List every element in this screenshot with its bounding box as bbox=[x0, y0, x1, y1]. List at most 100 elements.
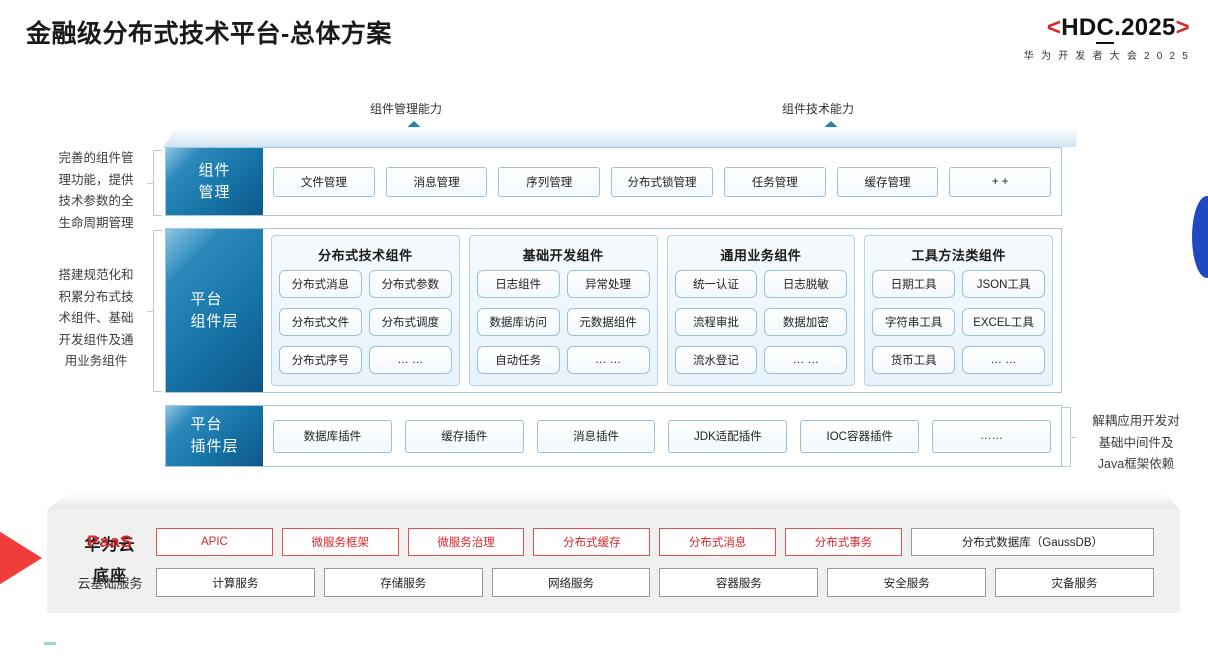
component-management-chip[interactable]: 文件管理 bbox=[273, 166, 375, 197]
component-chip[interactable]: 货币工具 bbox=[872, 346, 956, 374]
component-chip[interactable]: 分布式调度 bbox=[368, 308, 452, 336]
component-chip[interactable]: 分布式序号 bbox=[279, 346, 362, 374]
cloud-slab-top-surface bbox=[47, 493, 1180, 510]
component-group-title: 通用业务组件 bbox=[720, 248, 802, 263]
component-chip[interactable]: JSON工具 bbox=[962, 270, 1045, 298]
paas-cell[interactable]: 分布式消息 bbox=[659, 528, 777, 556]
component-management-chip[interactable]: + + bbox=[949, 166, 1052, 197]
component-management-chip[interactable]: 消息管理 bbox=[385, 166, 488, 197]
component-chip[interactable]: 分布式消息 bbox=[279, 270, 362, 298]
component-chip[interactable]: 元数据组件 bbox=[566, 308, 650, 336]
band-label-platform-plugin-layer: 平台 插件层 bbox=[166, 406, 263, 466]
arrow-caption-component-technology: 组件技术能力 bbox=[782, 102, 855, 116]
component-management-chip[interactable]: 任务管理 bbox=[723, 166, 826, 197]
green-tick-decoration bbox=[44, 642, 56, 645]
cloud-row-label-base: 云基础服务 bbox=[77, 576, 143, 591]
component-chip[interactable]: 流水登记 bbox=[674, 346, 758, 374]
component-chip[interactable]: … … bbox=[764, 346, 848, 374]
hdc-logo-subtitle: 华 为 开 发 者 大 会 2 0 2 5 bbox=[1023, 51, 1190, 62]
cloud-cells-paas: APIC 微服务框架微服务治理分布式缓存分布式消息分布式事务分布式数据库（Gaus… bbox=[156, 528, 1154, 556]
component-group-title: 工具方法类组件 bbox=[911, 248, 1006, 263]
hdc-logo-text-c: .2025 bbox=[1114, 14, 1176, 41]
paas-cell[interactable]: 分布式事务 bbox=[785, 528, 902, 556]
component-chip[interactable]: 自动任务 bbox=[476, 346, 560, 374]
bracket-nub bbox=[147, 311, 154, 312]
hdc-logo-text-a: HD bbox=[1061, 14, 1097, 41]
bracket-nub bbox=[1070, 437, 1077, 438]
component-chip[interactable]: … … bbox=[368, 346, 452, 374]
paas-cell[interactable]: 分布式缓存 bbox=[533, 528, 651, 556]
base-service-cell[interactable]: 网络服务 bbox=[491, 568, 651, 597]
component-group-grid: 日志组件异常处理数据库访问元数据组件自动任务… … bbox=[476, 270, 650, 379]
component-management-chip[interactable]: 序列管理 bbox=[498, 166, 601, 197]
component-chip[interactable]: 日期工具 bbox=[872, 270, 956, 298]
bracket-nub bbox=[147, 183, 154, 184]
component-chip[interactable]: 分布式参数 bbox=[368, 270, 452, 298]
component-group-grid: 分布式消息分布式参数分布式文件分布式调度分布式序号… … bbox=[279, 270, 452, 379]
band-body-component-management: 文件管理消息管理序列管理分布式锁管理任务管理缓存管理 + + bbox=[263, 148, 1061, 215]
component-management-chip[interactable]: 分布式锁管理 bbox=[611, 166, 713, 197]
base-service-cell[interactable]: 灾备服务 bbox=[995, 568, 1154, 597]
cloud-row-paas: PaaS APIC 微服务框架微服务治理分布式缓存分布式消息分布式事务分布式数据库… bbox=[64, 528, 1154, 556]
cloud-slab bbox=[47, 509, 1180, 613]
hdc-logo-text-b: C bbox=[1096, 14, 1115, 44]
paas-cell[interactable]: 微服务框架 bbox=[281, 528, 399, 556]
plugin-chip[interactable]: JDK适配插件 bbox=[668, 419, 788, 453]
plugin-chip[interactable]: IOC容器插件 bbox=[800, 419, 920, 453]
blue-lens-decoration bbox=[1192, 196, 1208, 278]
page-title: 金融级分布式技术平台-总体方案 bbox=[26, 20, 392, 48]
bracket-left-bottom bbox=[147, 230, 162, 392]
cloud-row-base: 云基础服务 计算服务存储服务网络服务容器服务安全服务灾备服务 bbox=[64, 568, 1154, 597]
bracket-right-icon: > bbox=[1175, 14, 1190, 41]
component-chip[interactable]: 统一认证 bbox=[674, 270, 758, 298]
component-chip[interactable]: … … bbox=[962, 346, 1045, 374]
component-management-chip[interactable]: 缓存管理 bbox=[836, 166, 939, 197]
component-chip[interactable]: 流程审批 bbox=[674, 308, 758, 336]
component-group-grid: 统一认证日志脱敏流程审批数据加密流水登记… … bbox=[674, 270, 848, 379]
component-chip[interactable]: EXCEL工具 bbox=[962, 308, 1045, 336]
component-group: 基础开发组件日志组件异常处理数据库访问元数据组件自动任务… … bbox=[468, 235, 658, 386]
component-group-title: 分布式技术组件 bbox=[318, 248, 413, 263]
base-service-cell[interactable]: 计算服务 bbox=[156, 568, 315, 597]
component-chip[interactable]: 数据加密 bbox=[764, 308, 848, 336]
side-note-right-plugin: 解耦应用开发对 基础中间件及 Java框架依赖 bbox=[1092, 414, 1180, 471]
bracket-right-plugin bbox=[1062, 407, 1077, 467]
component-group: 通用业务组件统一认证日志脱敏流程审批数据加密流水登记… … bbox=[666, 235, 856, 386]
band-platform-component-layer: 平台 组件层 分布式技术组件分布式消息分布式参数分布式文件分布式调度分布式序号…… bbox=[165, 228, 1062, 393]
component-chip[interactable]: 数据库访问 bbox=[476, 308, 560, 336]
platform-slab-top-surface bbox=[163, 127, 1078, 147]
band-platform-plugin-layer: 平台 插件层 数据库插件缓存插件消息插件 JDK适配插件 IOC容器插件 …… bbox=[165, 405, 1062, 467]
paas-cell[interactable]: 分布式数据库（GaussDB） bbox=[910, 528, 1154, 556]
base-service-cell[interactable]: 安全服务 bbox=[827, 568, 987, 597]
band-component-management: 组件 管理 文件管理消息管理序列管理分布式锁管理任务管理缓存管理+ + bbox=[165, 147, 1062, 216]
base-service-cell[interactable]: 存储服务 bbox=[323, 568, 483, 597]
cloud-cells-base: 计算服务存储服务网络服务容器服务安全服务灾备服务 bbox=[156, 568, 1154, 597]
component-chip[interactable]: 字符串工具 bbox=[872, 308, 956, 336]
hdc-logo-main: <HDC.2025> bbox=[1024, 14, 1190, 44]
component-chip[interactable]: 日志组件 bbox=[476, 270, 560, 298]
band-label-platform-component-layer: 平台 组件层 bbox=[166, 229, 263, 392]
component-group: 分布式技术组件分布式消息分布式参数分布式文件分布式调度分布式序号… … bbox=[271, 235, 460, 386]
bracket-left-icon: < bbox=[1046, 14, 1062, 41]
hdc-logo: <HDC.2025> 华 为 开 发 者 大 会 2 0 2 5 bbox=[1024, 14, 1190, 62]
component-chip[interactable]: … … bbox=[566, 346, 650, 374]
arrow-caption-component-management: 组件管理能力 bbox=[370, 102, 443, 116]
side-note-left-top: 完善的组件管 理功能，提供 技术参数的全 生命周期管理 bbox=[58, 151, 134, 230]
cloud-title: 华为云 底座 bbox=[84, 537, 136, 586]
plugin-chip[interactable]: …… bbox=[932, 419, 1051, 453]
paas-cell[interactable]: 微服务治理 bbox=[407, 528, 525, 556]
plugin-chip[interactable]: 消息插件 bbox=[536, 419, 656, 453]
paas-cell[interactable]: APIC bbox=[156, 528, 273, 556]
component-chip[interactable]: 异常处理 bbox=[566, 270, 650, 298]
band-body-platform-component-layer: 分布式技术组件分布式消息分布式参数分布式文件分布式调度分布式序号… …基础开发组… bbox=[263, 229, 1061, 392]
component-chip[interactable]: 日志脱敏 bbox=[764, 270, 848, 298]
plugin-chip[interactable]: 缓存插件 bbox=[404, 419, 524, 453]
component-group-title: 基础开发组件 bbox=[522, 248, 604, 263]
plugin-chip[interactable]: 数据库插件 bbox=[273, 419, 392, 453]
cloud-row-label-paas: PaaS bbox=[87, 532, 133, 551]
component-chip[interactable]: 分布式文件 bbox=[279, 308, 362, 336]
base-service-cell[interactable]: 容器服务 bbox=[659, 568, 819, 597]
